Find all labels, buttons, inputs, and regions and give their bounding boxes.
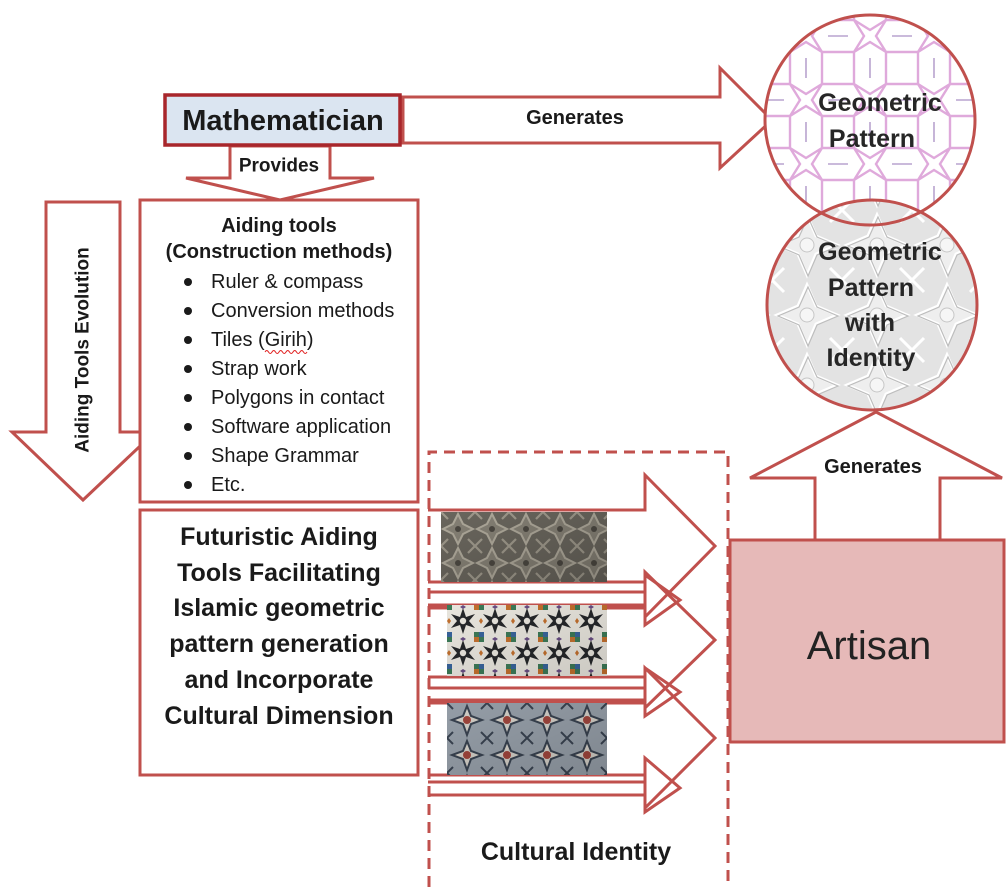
aiding-tool-item: Etc.	[211, 474, 245, 496]
aiding-tools-subtitle: (Construction methods)	[166, 241, 393, 263]
generates-up-arrow	[749, 410, 1003, 542]
painted-tile-pattern-image	[447, 703, 607, 775]
aiding-tools-list: Ruler & compass Conversion methods Tiles…	[184, 271, 394, 496]
futuristic-line: and Incorporate	[185, 666, 374, 694]
geometric-pattern-identity-line: Identity	[827, 344, 916, 372]
provides-arrow	[185, 144, 375, 202]
generates-right-label: Generates	[526, 107, 624, 129]
bullet-dot	[184, 452, 192, 460]
bullet-dot	[184, 307, 192, 315]
aiding-tools-evolution-arrow	[8, 200, 159, 503]
carved-stone-pattern-image	[441, 512, 607, 582]
generates-right-arrow	[401, 64, 775, 172]
aiding-tool-item: Software application	[211, 416, 391, 438]
bullet-dot	[184, 365, 192, 373]
provides-label: Provides	[239, 156, 319, 177]
futuristic-tools-text: Futuristic Aiding Tools Facilitating Isl…	[164, 523, 393, 730]
geometric-pattern-identity-line: Pattern	[828, 274, 914, 302]
aiding-tools-title: Aiding tools	[221, 215, 337, 237]
futuristic-tools-box	[138, 508, 420, 777]
futuristic-line: Futuristic Aiding	[180, 523, 378, 551]
aiding-tool-item: Shape Grammar	[211, 445, 359, 467]
artisan-label: Artisan	[807, 624, 932, 668]
bullet-dot	[184, 336, 192, 344]
spellcheck-underline	[264, 350, 308, 354]
bullet-dot	[184, 481, 192, 489]
cultural-arrow-small-3	[428, 754, 683, 815]
futuristic-line: Tools Facilitating	[177, 559, 381, 587]
aiding-tool-item: Polygons in contact	[211, 387, 385, 409]
geometric-pattern-identity-line: Geometric	[818, 238, 942, 266]
aiding-tool-item: Strap work	[211, 358, 308, 380]
geometric-pattern-circle	[765, 15, 975, 225]
mathematician-box	[163, 93, 402, 147]
mathematician-label: Mathematician	[182, 105, 383, 137]
bullet-dot	[184, 278, 192, 286]
futuristic-line: Islamic geometric	[173, 594, 384, 622]
aiding-tools-box	[138, 198, 420, 504]
aiding-tools-evolution-label: Aiding Tools Evolution	[73, 247, 94, 452]
generates-up-label: Generates	[824, 456, 922, 478]
futuristic-line: pattern generation	[169, 630, 388, 658]
geometric-pattern-identity-line: with	[844, 309, 895, 337]
geometric-pattern-circle-outline	[763, 13, 977, 227]
geometric-pattern-line: Geometric	[818, 89, 942, 117]
geometric-pattern-identity-circle	[765, 198, 979, 412]
bullet-dot	[184, 394, 192, 402]
futuristic-line: Cultural Dimension	[164, 702, 393, 730]
geometric-pattern-line: Pattern	[829, 125, 915, 153]
bullet-dot	[184, 423, 192, 431]
artisan-box	[728, 538, 1006, 744]
aiding-tool-item: Conversion methods	[211, 300, 394, 322]
aiding-tool-item: Ruler & compass	[211, 271, 363, 293]
mosaic-tile-pattern-image	[447, 605, 607, 676]
cultural-identity-label: Cultural Identity	[481, 838, 671, 866]
aiding-tool-item: Tiles (Girih)	[211, 329, 314, 351]
cultural-identity-frame	[427, 450, 730, 887]
